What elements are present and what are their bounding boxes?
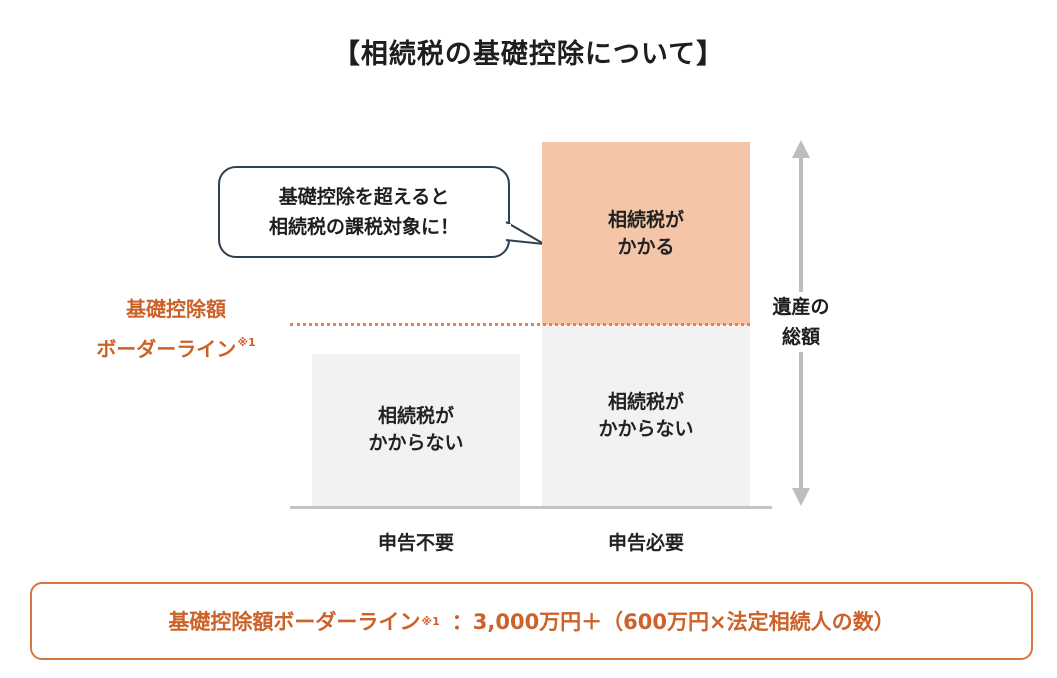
total-estate-label-line-2: 総額 <box>781 326 820 348</box>
formula-box: 基礎控除額ボーダーライン※1 ：3,000万円＋（600万円×法定相続人の数） <box>30 582 1033 660</box>
speech-bubble: 基礎控除を超えると 相続税の課税対象に！ <box>218 166 510 258</box>
untaxed-box-left: 相続税が かからない <box>312 354 520 506</box>
untaxed-box-right-line-1: 相続税が <box>607 391 684 413</box>
speech-bubble-line-2: 相続税の課税対象に！ <box>268 216 459 238</box>
border-line-footnote-mark: ※1 <box>237 336 256 349</box>
page-title: 【相続税の基礎控除について】 <box>332 39 725 70</box>
taxed-box-line-1: 相続税が <box>607 208 684 231</box>
border-line-label-line-2: ボーダーライン※1 <box>58 326 294 366</box>
untaxed-box-left-line-1: 相続税が <box>377 405 454 427</box>
total-estate-label-line-1: 遺産の <box>772 296 830 318</box>
category-label-filing-required: 申告必要 <box>607 532 684 554</box>
border-line-label: 基礎控除額 ボーダーライン※1 <box>58 292 294 366</box>
speech-bubble-line-1: 基礎控除を超えると <box>278 186 450 208</box>
category-label-no-filing: 申告不要 <box>377 532 454 554</box>
formula-expression: ：3,000万円＋（600万円×法定相続人の数） <box>451 610 895 634</box>
border-line-label-text: ボーダーライン <box>96 337 237 361</box>
untaxed-box-right-line-2: かからない <box>598 418 694 440</box>
border-line-label-line-1: 基礎控除額 <box>126 297 226 321</box>
formula-label: 基礎控除額ボーダーライン <box>168 610 421 634</box>
untaxed-box-left-line-2: かからない <box>368 432 464 454</box>
untaxed-box-right: 相続税が かからない <box>542 326 750 506</box>
total-estate-label: 遺産の 総額 <box>762 292 840 352</box>
formula-footnote-mark: ※1 <box>421 614 440 628</box>
taxed-box: 相続税が かかる <box>542 142 750 325</box>
basic-deduction-border-line <box>290 323 750 326</box>
taxed-box-line-2: かかる <box>617 235 675 258</box>
baseline <box>290 506 772 509</box>
